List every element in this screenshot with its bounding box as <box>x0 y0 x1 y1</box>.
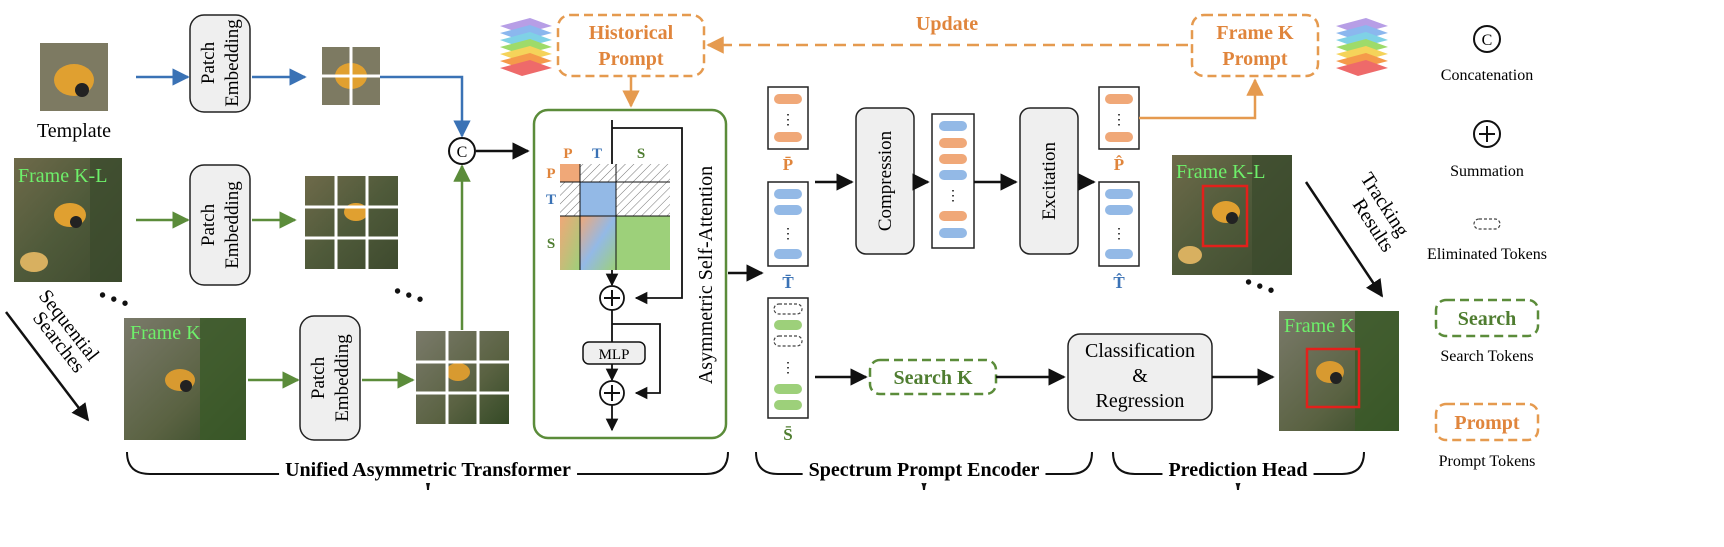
s-bar-label: S̄ <box>783 425 792 444</box>
updated-prompt-token-column: ⋮ <box>1098 86 1140 150</box>
sequential-arrow <box>5 311 90 422</box>
template-token-column: ⋮ <box>767 181 809 267</box>
attn-row-s: S <box>547 236 555 252</box>
updated-template-token-column: ⋮ <box>1098 181 1140 267</box>
t-bar-label: T̄ <box>782 273 794 292</box>
legend-search-text: Search <box>1458 308 1517 330</box>
result-frame-kl-image <box>1172 155 1292 275</box>
svg-text:Patch: Patch <box>308 356 329 399</box>
svg-text:⋮: ⋮ <box>1112 113 1126 128</box>
patch-embedding-3: Patch Embedding <box>299 315 361 441</box>
attn-col-p: P <box>563 146 572 162</box>
legend-concat-icon <box>1473 25 1501 53</box>
legend-search-label: Search Tokens <box>1440 348 1533 365</box>
attention-label: Asymmetric Self-Attention <box>695 166 717 384</box>
spe-brace <box>755 451 1093 491</box>
attn-row-p: P <box>546 166 555 182</box>
update-label: Update <box>916 13 978 35</box>
ph-brace <box>1112 451 1365 491</box>
svg-text:⋮: ⋮ <box>781 113 795 128</box>
attn-col-s: S <box>637 146 645 162</box>
t-hat-label: T̂ <box>1113 273 1125 292</box>
legend: C Concatenation Summation Eliminated Tok… <box>1427 25 1547 470</box>
prompt-layers-right <box>1336 18 1388 76</box>
result-frame-k-image <box>1279 311 1399 431</box>
patch-embedding-1: Patch Embedding <box>189 14 251 113</box>
legend-eliminated-label: Eliminated Tokens <box>1427 246 1547 263</box>
frame-kl-patches <box>305 176 398 269</box>
frame-kl-label: Frame K-L <box>18 165 107 187</box>
prompt-layers-left <box>500 18 552 76</box>
p-hat-label: P̂ <box>1114 155 1124 174</box>
concat-node <box>448 137 476 165</box>
section-uat: Unified Asymmetric Transformer <box>285 459 571 481</box>
excitation-label: Excitation <box>1039 141 1060 220</box>
attn-row-t: T <box>546 192 556 208</box>
prompt-token-column: ⋮ <box>767 86 809 150</box>
template-label: Template <box>37 120 111 142</box>
legend-concat-label: Concatenation <box>1441 67 1533 84</box>
historical-prompt-box <box>556 13 706 78</box>
svg-text:⋮: ⋮ <box>1112 227 1126 242</box>
legend-sum-label: Summation <box>1450 163 1524 180</box>
svg-text:⋮: ⋮ <box>781 361 795 376</box>
compression-label: Compression <box>875 130 896 231</box>
frame-k-prompt-line2: Prompt <box>1222 48 1288 70</box>
svg-text:Patch: Patch <box>198 41 219 84</box>
legend-prompt-label: Prompt Tokens <box>1439 453 1536 470</box>
frame-k-patches <box>416 331 509 424</box>
patches-ellipsis: • • • <box>390 280 427 311</box>
historical-prompt-line2: Prompt <box>598 48 664 70</box>
results-ellipsis: • • • <box>1241 271 1278 302</box>
cls-line1: Classification <box>1085 340 1195 362</box>
svg-text:Embedding: Embedding <box>222 181 243 269</box>
compressed-token-column: ⋮ <box>931 113 975 249</box>
search-token-column: ⋮ <box>767 297 809 419</box>
uat-brace <box>126 451 729 491</box>
cls-line3: Regression <box>1096 390 1185 412</box>
template-image <box>40 43 108 111</box>
p-bar-label: P̄ <box>783 155 793 174</box>
legend-eliminated-icon <box>1473 218 1501 230</box>
attention-matrix <box>560 164 670 270</box>
search-k-label: Search K <box>893 367 973 389</box>
mlp-block <box>582 341 646 365</box>
patch-embedding-2: Patch Embedding <box>189 164 251 286</box>
frame-kl-image <box>14 158 122 282</box>
svg-text:Patch: Patch <box>198 203 219 246</box>
result-frame-kl-label: Frame K-L <box>1176 161 1265 183</box>
svg-text:Embedding: Embedding <box>332 334 353 422</box>
legend-prompt-box <box>1434 402 1540 442</box>
historical-prompt-line1: Historical <box>589 22 674 44</box>
frame-k-image <box>124 318 246 440</box>
result-frame-k-label: Frame K <box>1284 315 1355 337</box>
template-patches <box>322 47 380 105</box>
frame-k-prompt-line1: Frame K <box>1216 22 1294 44</box>
svg-text:⋮: ⋮ <box>781 227 795 242</box>
cls-line2: & <box>1132 365 1148 387</box>
mlp-label: MLP <box>599 347 630 363</box>
concat-symbol: C <box>457 144 468 161</box>
svg-text:Embedding: Embedding <box>222 19 243 107</box>
legend-search-box <box>1434 298 1540 338</box>
section-ph: Prediction Head <box>1168 459 1307 481</box>
section-spe: Spectrum Prompt Encoder <box>809 459 1040 481</box>
tracking-results-arrow <box>1304 181 1384 298</box>
frame-k-prompt-box <box>1190 13 1320 78</box>
frame-k-label: Frame K <box>130 322 201 344</box>
svg-text:⋮: ⋮ <box>946 189 960 204</box>
legend-concat-symbol: C <box>1482 32 1493 49</box>
attn-col-t: T <box>592 146 602 162</box>
legend-prompt-text: Prompt <box>1454 412 1520 434</box>
frames-ellipsis: • • • <box>95 284 132 315</box>
